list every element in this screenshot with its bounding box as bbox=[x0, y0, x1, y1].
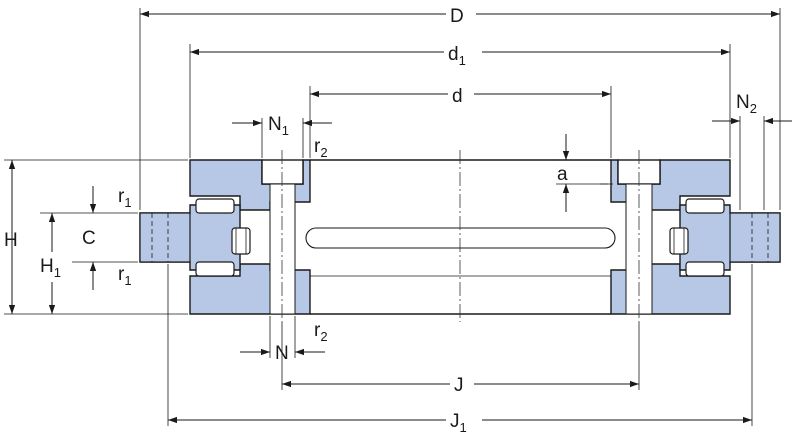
dimension-lines bbox=[8, 10, 792, 424]
label-r2-top: r2 bbox=[314, 136, 328, 160]
right-section bbox=[610, 150, 781, 322]
roller-left-top bbox=[195, 198, 235, 214]
label-C: C bbox=[82, 228, 96, 249]
label-d: d bbox=[452, 86, 463, 107]
label-H: H bbox=[4, 230, 18, 251]
dimension-labels: D d1 d N1 r2 N2 a H H1 C r1 r1 r2 N J J1 bbox=[4, 4, 757, 435]
roller-right-top bbox=[685, 198, 725, 214]
roller-right-side bbox=[669, 227, 689, 255]
bolt-hole-left bbox=[261, 159, 304, 185]
inner-ring-left-face bbox=[139, 212, 191, 263]
label-N: N bbox=[275, 343, 289, 364]
label-a: a bbox=[557, 164, 568, 185]
label-D: D bbox=[450, 6, 464, 27]
roller-left-bottom bbox=[195, 261, 235, 277]
label-J: J bbox=[454, 375, 464, 396]
inner-bore-band bbox=[305, 227, 616, 249]
label-N1: N1 bbox=[268, 114, 289, 138]
left-section bbox=[139, 150, 311, 322]
label-H1: H1 bbox=[40, 256, 61, 280]
extension-lines bbox=[4, 8, 781, 426]
bore-lines bbox=[305, 150, 616, 322]
label-N2: N2 bbox=[736, 92, 757, 116]
label-r1-top: r1 bbox=[118, 186, 132, 210]
label-d1: d1 bbox=[448, 44, 466, 68]
label-J1: J1 bbox=[450, 411, 467, 435]
label-r2-bottom: r2 bbox=[314, 320, 328, 344]
bolt-shank-left bbox=[269, 183, 296, 315]
label-r1-bottom: r1 bbox=[118, 264, 132, 288]
inner-ring-right-face bbox=[729, 212, 781, 263]
roller-right-bottom bbox=[685, 261, 725, 277]
roller-left-side bbox=[231, 227, 251, 255]
